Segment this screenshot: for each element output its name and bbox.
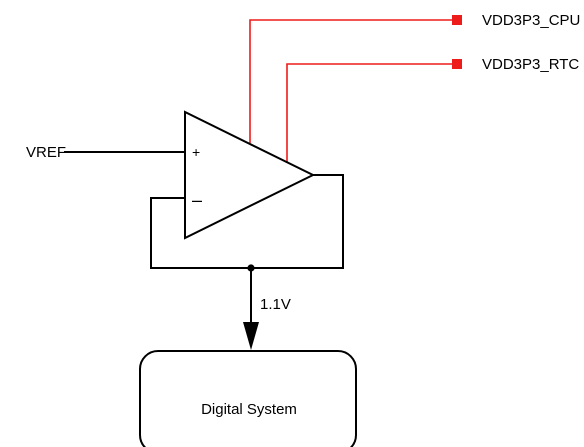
opamp-triangle <box>184 110 316 240</box>
supply-pad-cpu <box>452 15 462 25</box>
supply-label-cpu: VDD3P3_CPU <box>482 12 580 29</box>
supply-label-rtc: VDD3P3_RTC <box>482 56 579 73</box>
output-voltage-label: 1.1V <box>260 296 291 313</box>
digital-system-block <box>139 350 357 447</box>
output-arrowhead <box>243 322 259 350</box>
feedback-loop-wire <box>150 174 344 269</box>
supply-rail-cpu <box>249 19 456 143</box>
input-label-vref: VREF <box>26 144 66 161</box>
digital-system-label: Digital System <box>201 401 297 418</box>
opamp-plus-sign: + <box>192 144 200 160</box>
supply-pad-rtc <box>452 59 462 69</box>
supply-rail-rtc <box>286 63 456 162</box>
opamp-minus-sign: – <box>192 190 202 210</box>
